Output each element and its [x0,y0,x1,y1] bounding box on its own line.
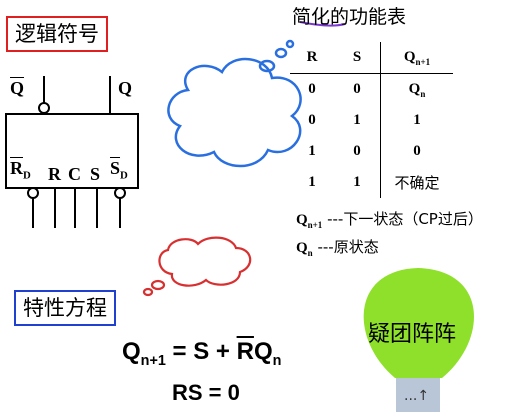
table-row: 1 1 不确定 [290,167,453,198]
logic-symbol-title: 逻辑符号 [6,16,108,52]
cell-s: 1 [353,112,361,128]
bulb-text: 疑团阵阵 [368,322,457,347]
legend-next-state: Qn+1 ---下一状态（CP过后） [296,210,483,230]
table-row: 0 1 1 [290,105,453,136]
header-r: R [290,42,334,74]
table-header-row: R S Qn+1 [290,42,453,74]
red-thought-cloud [142,236,252,297]
flipflop-symbol [5,76,139,228]
header-qn1: Qn+1 [380,42,453,74]
cell-q: 0 [380,136,453,167]
table-row: 0 0 Qn [290,73,453,105]
cell-q: Qn [380,73,453,105]
cell-q: 1 [380,105,453,136]
cell-r: 0 [308,81,316,97]
pin-r: R [48,164,61,184]
characteristic-equation-title: 特性方程 [14,290,116,326]
function-table-title: 简化的功能表 [292,6,407,28]
pin-q: Q [118,78,133,98]
pin-s: S [90,164,101,184]
cell-r: 1 [308,143,316,159]
light-bulb [363,268,474,412]
header-s: S [334,42,381,74]
pin-q-bar: Q [10,78,25,98]
pin-c: C [68,164,81,184]
cell-q: 不确定 [380,167,453,198]
legend-current-state: Qn ---原状态 [296,238,379,258]
cell-s: 0 [353,81,361,97]
characteristic-equation: Qn+1 = S + RQn [122,338,282,369]
cell-r: 0 [308,112,316,128]
blue-thought-cloud [167,39,302,168]
pin-rd-bar: RD [10,158,31,182]
cell-s: 0 [353,143,361,159]
cell-s: 1 [353,174,361,190]
cell-r: 1 [308,174,316,190]
pin-sd-bar: SD [110,158,128,182]
constraint-equation: RS = 0 [172,380,240,405]
bulb-base-text: ...↑ [404,388,430,404]
table-row: 1 0 0 [290,136,453,167]
title-underline [299,21,346,27]
function-table: R S Qn+1 0 0 Qn 0 1 1 1 0 0 1 1 不确定 [290,42,453,198]
